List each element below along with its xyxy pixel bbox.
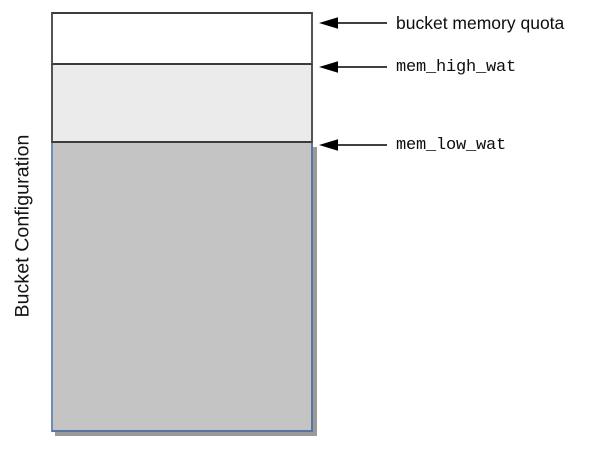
left-arrow-icon (319, 139, 387, 151)
memory-quota-box (51, 12, 317, 436)
left-arrow-icon (319, 61, 387, 73)
box-shadow-right (313, 147, 317, 436)
box-shadow-bottom (55, 432, 317, 436)
callout-label-mem-low-wat: mem_low_wat (396, 135, 507, 155)
callout-mem-high-wat: mem_high_wat (319, 57, 516, 77)
band-free-headroom (51, 12, 313, 65)
vertical-axis-label: Bucket Configuration (11, 133, 34, 318)
callout-bucket-memory-quota: bucket memory quota (319, 13, 564, 33)
callout-label-bucket-memory-quota: bucket memory quota (396, 12, 565, 33)
band-high-water-zone (51, 65, 313, 143)
left-arrow-icon (319, 17, 387, 29)
callout-mem-low-wat: mem_low_wat (319, 135, 506, 155)
axis-label-container: Bucket Configuration (0, 0, 46, 451)
band-low-water-zone (51, 143, 313, 432)
callout-label-mem-high-wat: mem_high_wat (396, 57, 517, 77)
